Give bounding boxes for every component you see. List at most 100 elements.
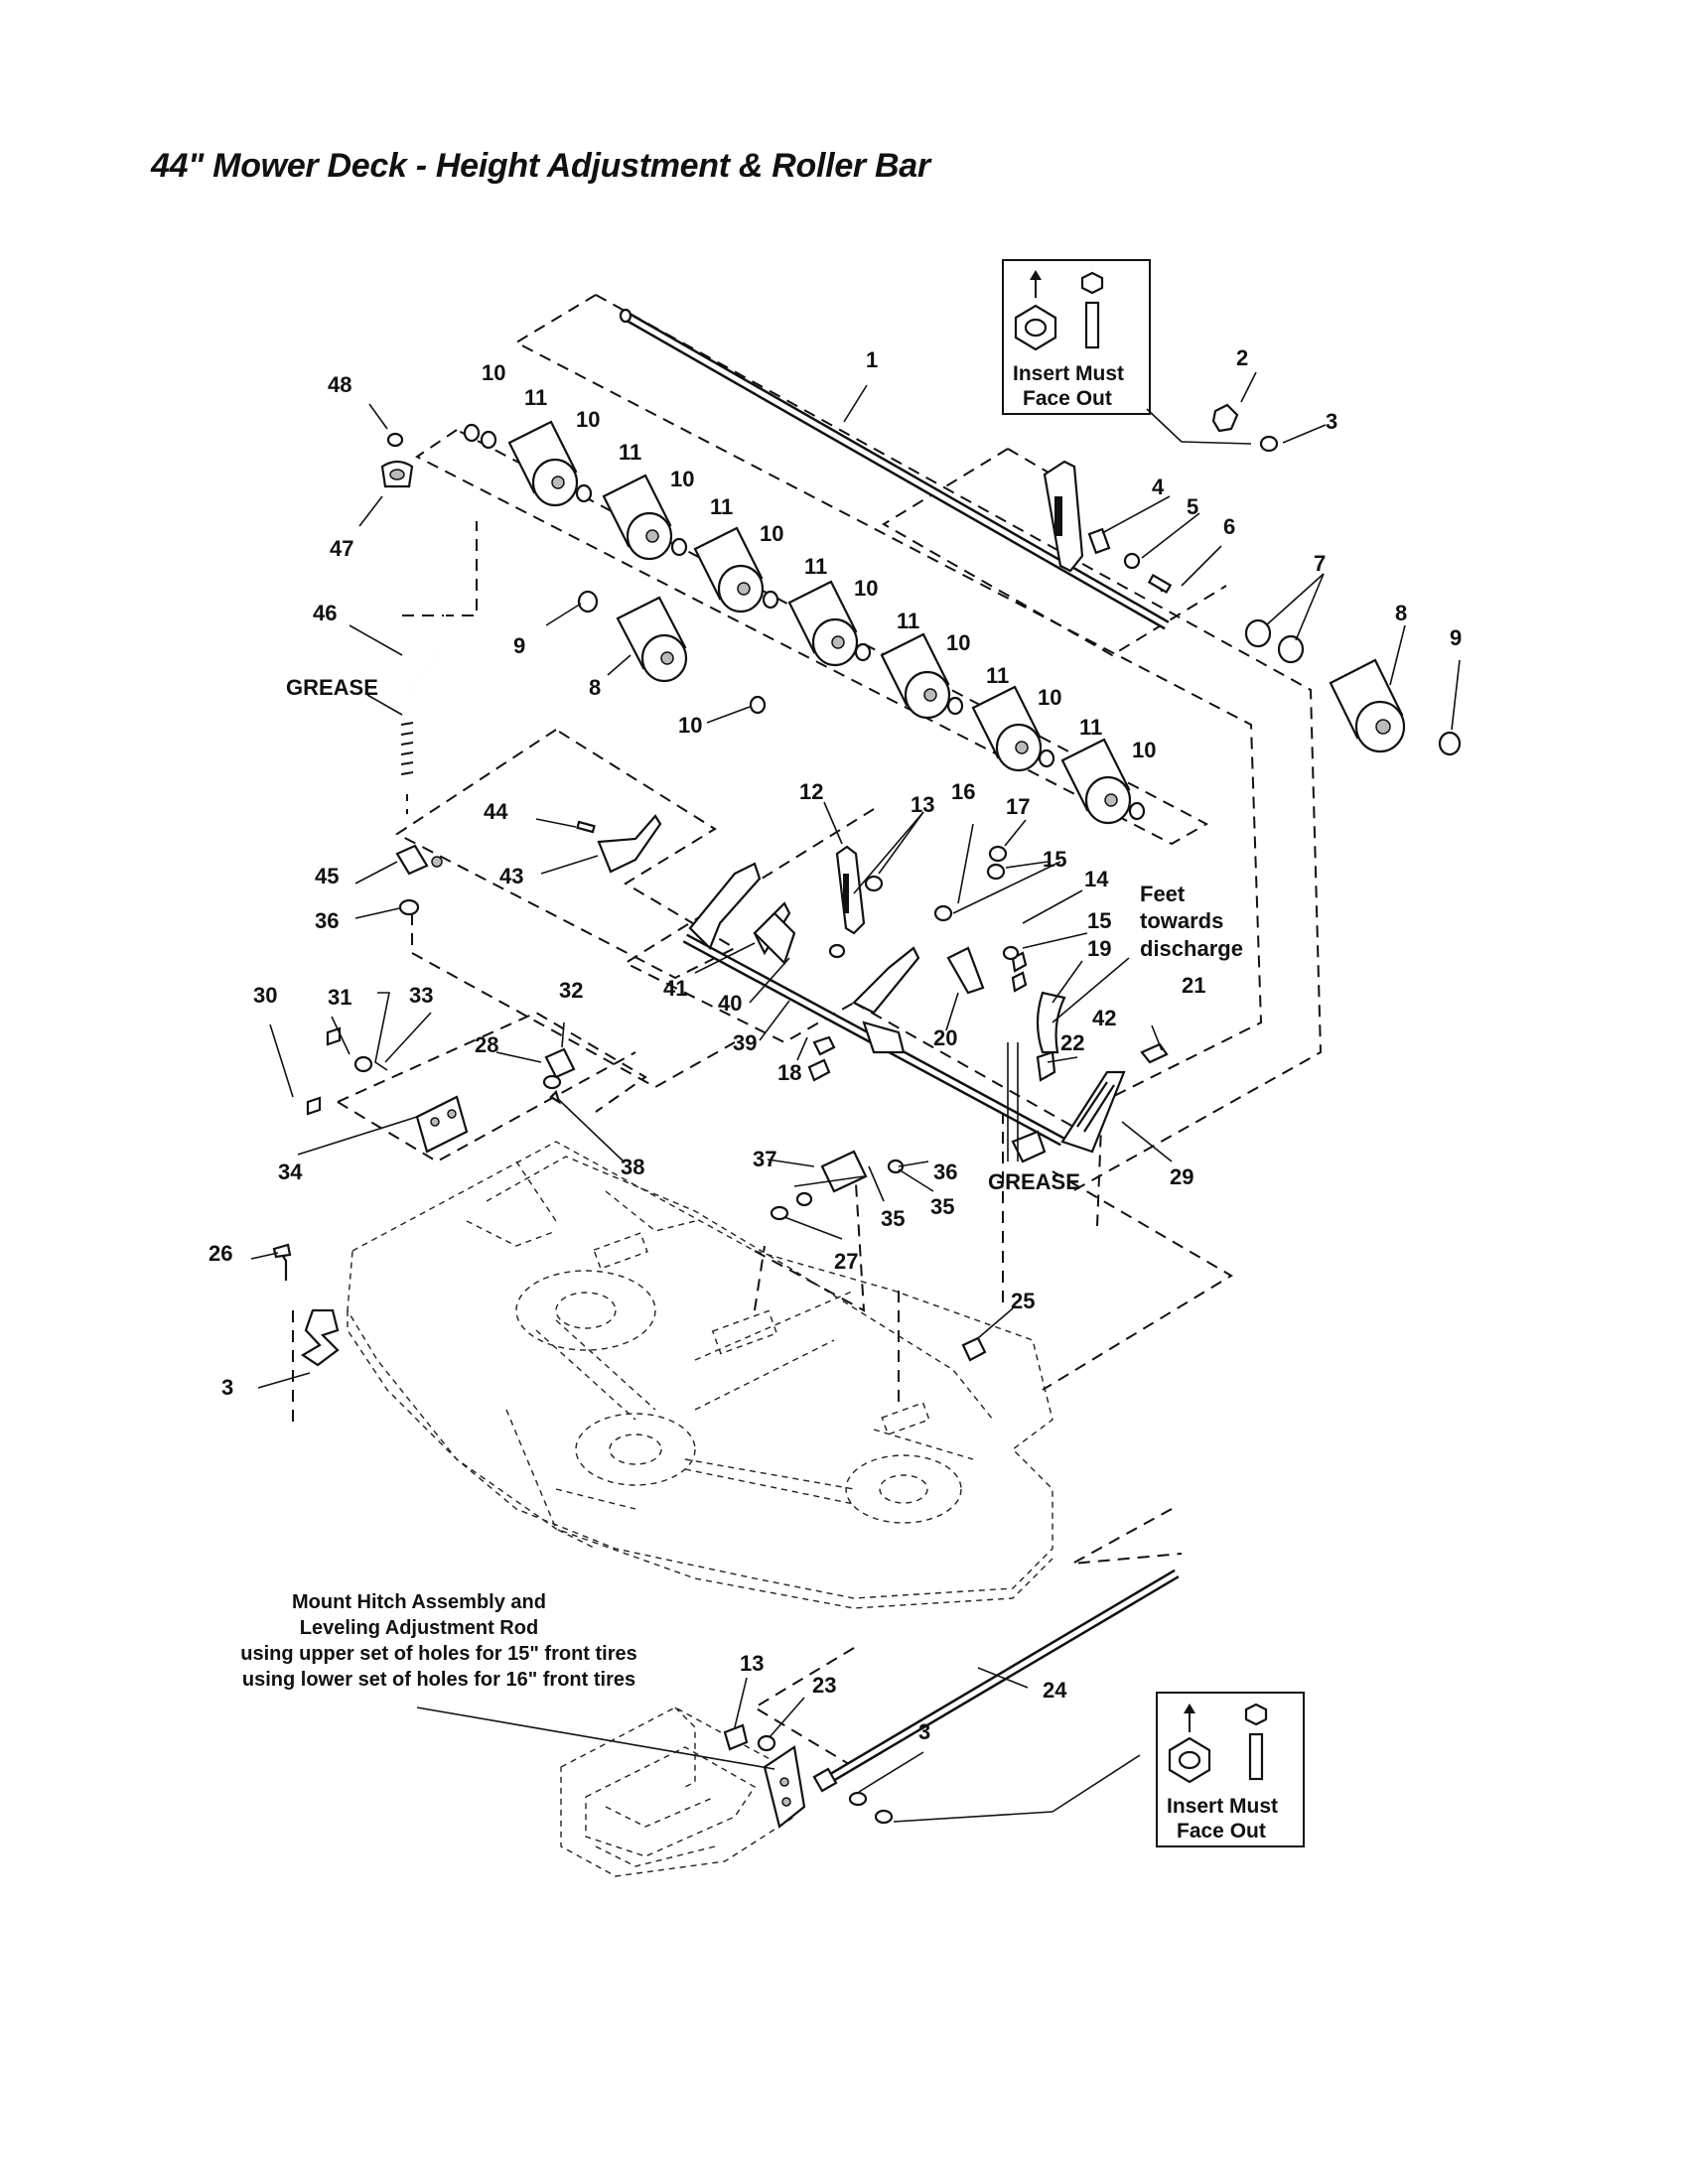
part-label: 47 bbox=[330, 536, 353, 561]
part-label: 22 bbox=[1060, 1030, 1084, 1055]
part-label: 23 bbox=[812, 1673, 836, 1698]
part-label: 7 bbox=[1314, 551, 1326, 576]
bottom-box-line-1: Insert Must bbox=[1167, 1795, 1278, 1818]
part-label: 37 bbox=[753, 1147, 776, 1171]
part-label: 34 bbox=[278, 1160, 303, 1184]
part-label: 10 bbox=[946, 630, 970, 655]
part-label: 32 bbox=[559, 978, 583, 1003]
part-label: 21 bbox=[1182, 973, 1205, 998]
assembly-dashed-outlines bbox=[292, 294, 1323, 1768]
part-label: 10 bbox=[678, 713, 702, 738]
part-label: 11 bbox=[619, 440, 641, 465]
part-label: 45 bbox=[315, 864, 339, 888]
part-label: 9 bbox=[1450, 625, 1462, 650]
grease-note-left: GREASE bbox=[286, 675, 378, 700]
part-label: 10 bbox=[482, 360, 505, 385]
part-label: 27 bbox=[834, 1249, 858, 1274]
part-label: 41 bbox=[663, 976, 687, 1001]
part-label: 14 bbox=[1084, 867, 1109, 891]
part-label: 24 bbox=[1043, 1678, 1067, 1703]
part-label: 35 bbox=[930, 1194, 954, 1219]
part-label: 29 bbox=[1170, 1164, 1193, 1189]
part-label: 39 bbox=[733, 1030, 757, 1055]
part-label: 44 bbox=[484, 799, 508, 824]
part-number-labels: 1 2 3 4 5 6 7 8 9 48 47 46 10 11 10 11 1… bbox=[209, 345, 1462, 1744]
hitch-note-line-1: Mount Hitch Assembly and bbox=[292, 1591, 546, 1613]
part-label: 3 bbox=[1326, 409, 1337, 434]
roller-11e bbox=[880, 632, 951, 720]
part-label: 12 bbox=[799, 779, 823, 804]
right-bracket-hardware bbox=[1043, 403, 1279, 594]
part-label: 36 bbox=[933, 1160, 957, 1184]
roller-11b bbox=[602, 474, 673, 561]
callout-notes: GREASE GREASE Feet towards discharge Mou… bbox=[240, 675, 1243, 1691]
insert-note-box-bottom: Insert Must Face Out bbox=[893, 1692, 1305, 1847]
part-label: 19 bbox=[1087, 936, 1111, 961]
hitch-note-line-3: using upper set of holes for 15" front t… bbox=[240, 1643, 637, 1665]
part-label: 13 bbox=[740, 1651, 764, 1676]
part-label: 20 bbox=[933, 1025, 957, 1050]
part-label: 36 bbox=[315, 908, 339, 933]
part-label: 11 bbox=[986, 663, 1009, 688]
part-label: 17 bbox=[1006, 794, 1030, 819]
part-label: 35 bbox=[881, 1206, 905, 1231]
part-label: 16 bbox=[951, 779, 975, 804]
part-label: 26 bbox=[209, 1241, 232, 1266]
top-box-line-1: Insert Must bbox=[1013, 362, 1124, 385]
rollers-and-washers bbox=[463, 420, 1462, 825]
part-label: 38 bbox=[621, 1155, 644, 1179]
part-label: 2 bbox=[1236, 345, 1248, 370]
part-label: 15 bbox=[1043, 847, 1066, 872]
roller-11d bbox=[787, 580, 859, 667]
part-label: 5 bbox=[1187, 494, 1198, 519]
part-label: 10 bbox=[670, 467, 694, 491]
part-1-roller-rod bbox=[619, 308, 1170, 630]
part-label: 10 bbox=[1132, 738, 1156, 762]
part-label: 25 bbox=[1011, 1289, 1035, 1313]
part-label: 40 bbox=[718, 991, 742, 1016]
part-label: 42 bbox=[1092, 1006, 1116, 1030]
grease-note-right: GREASE bbox=[988, 1169, 1080, 1194]
leader-lines bbox=[250, 371, 1461, 1793]
part-label: 11 bbox=[897, 609, 919, 633]
part-label: 8 bbox=[1395, 601, 1407, 625]
feet-note-line-2: towards bbox=[1140, 908, 1223, 933]
part-label: 13 bbox=[911, 792, 934, 817]
height-adjust-lever bbox=[380, 432, 662, 916]
part-label: 30 bbox=[253, 983, 277, 1008]
roller-11c bbox=[693, 526, 765, 614]
part-label: 3 bbox=[918, 1719, 930, 1744]
part-label: 43 bbox=[499, 864, 523, 888]
page-title: 44" Mower Deck - Height Adjustment & Rol… bbox=[151, 147, 930, 185]
part-label: 10 bbox=[854, 576, 878, 601]
part-label: 1 bbox=[866, 347, 878, 372]
roller-11g bbox=[1060, 738, 1132, 825]
mower-deck-illustration bbox=[347, 1141, 1053, 1609]
part-label: 11 bbox=[524, 385, 547, 410]
lift-shaft-assembly bbox=[682, 845, 1169, 1163]
part-label: 10 bbox=[1038, 685, 1061, 710]
roller-8-left bbox=[616, 596, 688, 683]
part-label: 11 bbox=[804, 554, 827, 579]
hitch-note-line-2: Leveling Adjustment Rod bbox=[300, 1617, 538, 1639]
roller-11a bbox=[507, 420, 579, 507]
left-bracket-hardware bbox=[272, 992, 576, 1367]
part-label: 11 bbox=[1079, 715, 1102, 740]
part-label: 28 bbox=[475, 1032, 498, 1057]
part-label: 6 bbox=[1223, 514, 1235, 539]
part-label: 10 bbox=[576, 407, 600, 432]
insert-note-box-top: Insert Must Face Out bbox=[1002, 259, 1252, 445]
hitch-assembly bbox=[560, 1569, 1180, 1877]
part-label: 31 bbox=[328, 985, 351, 1010]
feet-note-line-1: Feet bbox=[1140, 882, 1186, 906]
part-label: 33 bbox=[409, 983, 433, 1008]
bottom-box-line-2: Face Out bbox=[1177, 1820, 1266, 1843]
part-label: 4 bbox=[1152, 475, 1165, 499]
part-label: 46 bbox=[313, 601, 337, 625]
part-label: 9 bbox=[513, 633, 525, 658]
part-label: 3 bbox=[221, 1375, 233, 1400]
hitch-note-line-4: using lower set of holes for 16" front t… bbox=[242, 1669, 635, 1691]
part-label: 15 bbox=[1087, 908, 1111, 933]
part-label: 11 bbox=[710, 494, 733, 519]
